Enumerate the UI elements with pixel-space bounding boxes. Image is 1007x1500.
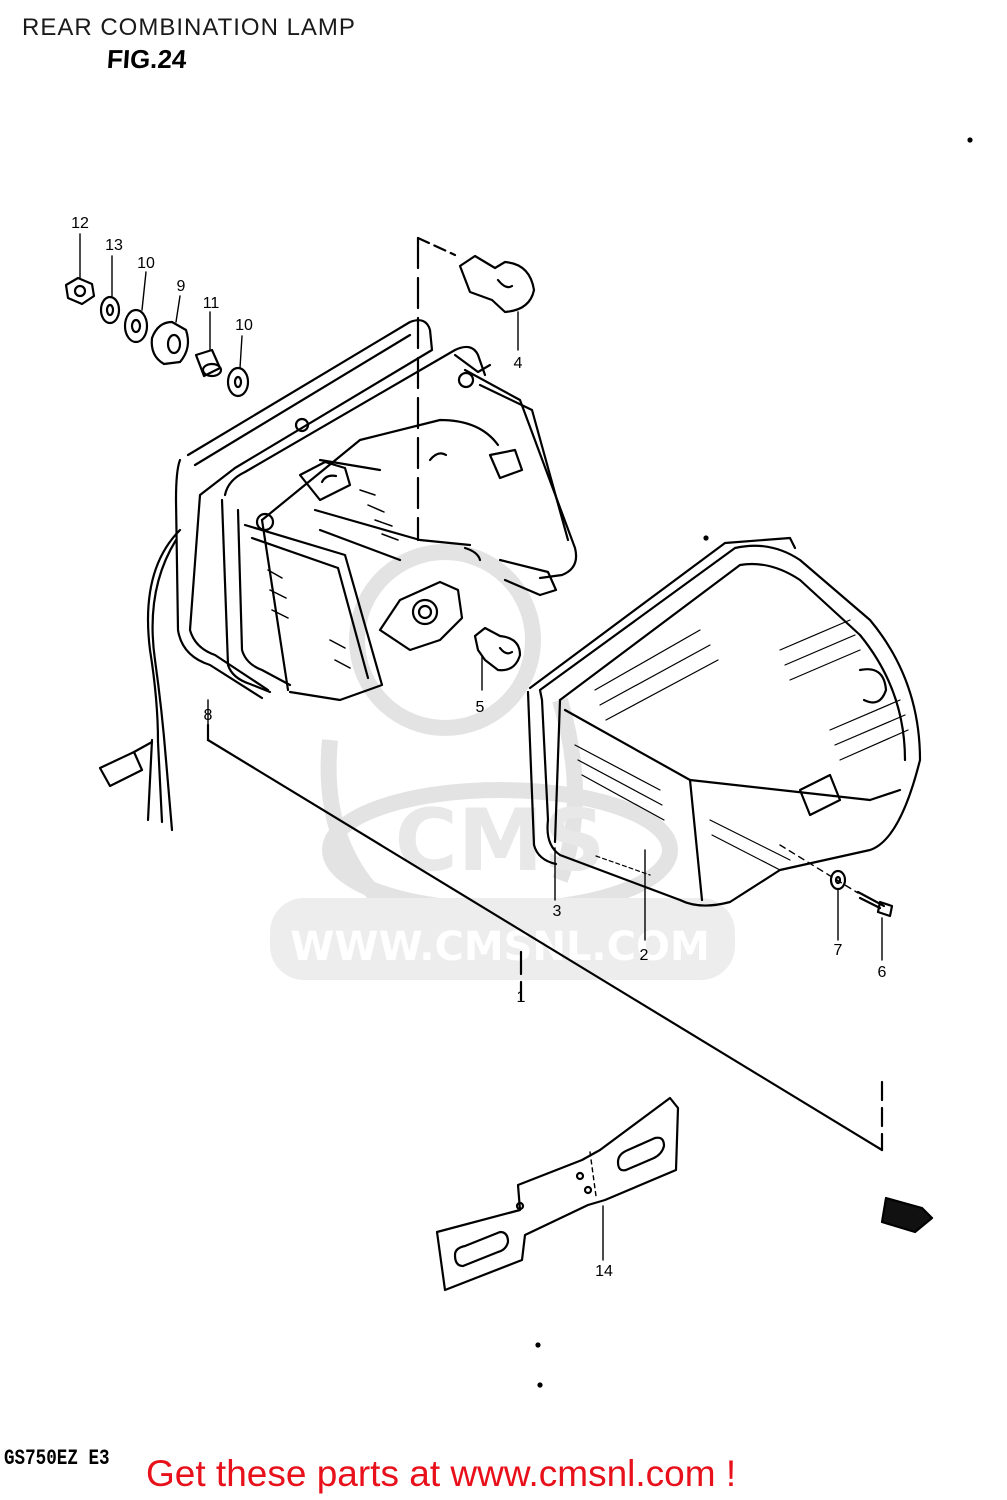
callout-1: 1 (517, 989, 526, 1006)
leader-lines (79, 233, 883, 1261)
callout-11: 11 (203, 295, 220, 312)
hardware-stack (64, 276, 250, 398)
screw-6 (779, 844, 894, 918)
callout-12: 12 (71, 215, 89, 232)
assembly-line-1 (206, 738, 884, 1152)
license-plate-bracket (435, 1096, 680, 1292)
page-title: REAR COMBINATION LAMP (22, 14, 356, 41)
callouts: 12 13 10 9 11 10 4 5 8 3 2 7 6 1 14 (71, 215, 886, 1280)
parts-shop-link[interactable]: Get these parts at www.cmsnl.com ! (146, 1453, 737, 1494)
model-code: GS750EZ E3 (4, 1446, 110, 1471)
wire-harness (98, 528, 182, 832)
bulb-5 (473, 626, 522, 672)
callout-7: 7 (834, 942, 843, 959)
callout-5: 5 (476, 699, 485, 716)
callout-10-a: 10 (137, 255, 155, 272)
callout-4: 4 (514, 355, 523, 372)
bulb-4 (458, 254, 536, 314)
bulb-4-dashline-top (416, 236, 457, 257)
callout-10-b: 10 (235, 317, 253, 334)
front-arrow-icon (880, 1196, 934, 1234)
callout-13: 13 (105, 237, 123, 254)
callout-14: 14 (595, 1263, 613, 1280)
watermark-url: WWW.CMSNL.COM (290, 924, 710, 970)
callout-2: 2 (640, 947, 649, 964)
callout-9: 9 (177, 278, 186, 295)
lens (526, 536, 922, 907)
callout-6: 6 (878, 964, 887, 981)
lamp-housing (174, 319, 578, 702)
watermark-brand: CMS (395, 791, 606, 891)
callout-8: 8 (204, 707, 213, 724)
washer-7 (829, 869, 847, 891)
callout-3: 3 (553, 903, 562, 920)
